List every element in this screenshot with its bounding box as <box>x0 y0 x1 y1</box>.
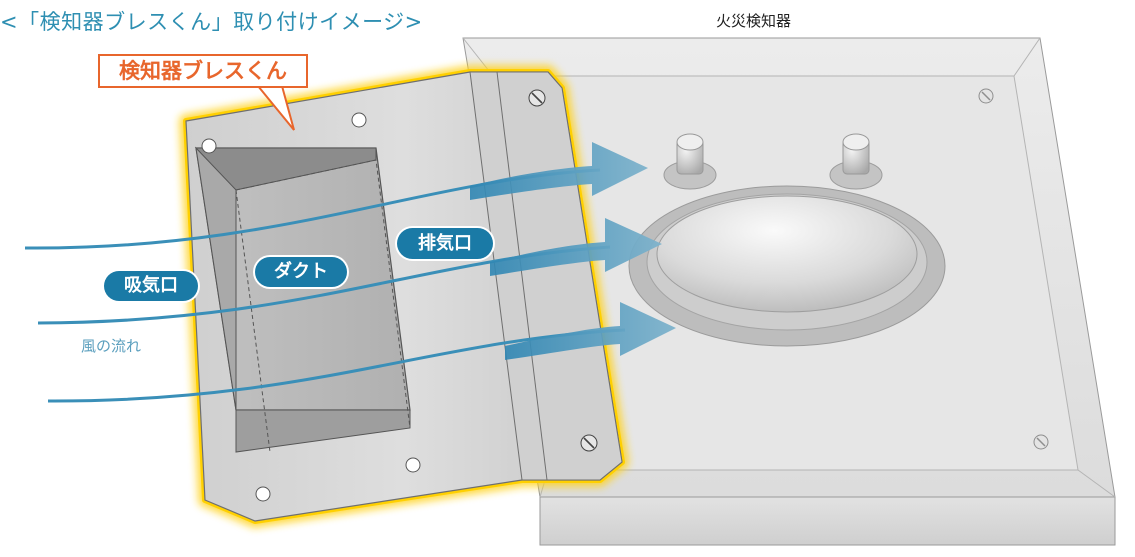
flow-line-bottom <box>47 328 626 403</box>
detector-knob-right <box>829 133 883 190</box>
intake-label: 吸気口 <box>104 271 198 301</box>
flow-arrow-icon <box>505 302 676 360</box>
detector-knob-left <box>663 133 717 190</box>
screw-icon <box>580 434 598 452</box>
exhaust-label: 排気口 <box>397 228 493 259</box>
mount-hole <box>405 457 421 473</box>
device-name-callout: 検知器ブレスくん <box>98 54 308 88</box>
mount-hole <box>201 138 217 154</box>
screw-icon <box>1033 434 1049 450</box>
detector-front-face <box>539 496 1116 546</box>
detector-title: 火災検知器 <box>716 12 792 30</box>
duct-label: ダクト <box>255 257 347 287</box>
page-heading: <「検知器ブレスくん」取り付けイメージ> <box>0 10 423 34</box>
mount-hole <box>255 486 271 502</box>
flow-arrow-icon <box>490 218 662 276</box>
screw-icon <box>528 89 546 107</box>
screw-icon <box>978 88 994 104</box>
breath-device <box>179 65 629 528</box>
device-flange <box>469 71 623 481</box>
mount-hole <box>351 112 367 128</box>
wind-flow-label: 風の流れ <box>81 337 142 355</box>
fire-detector <box>462 37 1116 546</box>
detector-dome <box>656 195 918 313</box>
flow-arrow-icon <box>470 142 648 200</box>
